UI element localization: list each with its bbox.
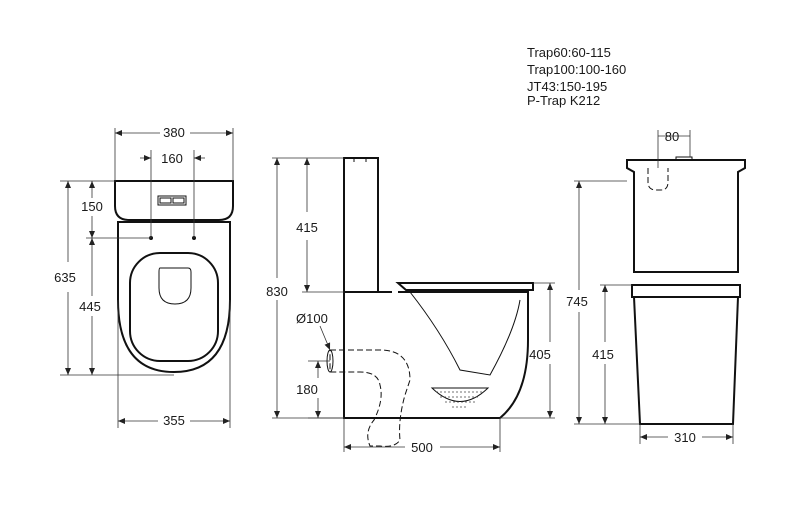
side-view: 415 830 Ø100 180 405 500 <box>266 157 555 455</box>
dim-end-overall-height: 745 <box>566 294 588 309</box>
dim-top-depth: 635 <box>54 270 76 285</box>
dim-end-lower-height: 415 <box>592 347 614 362</box>
dim-top-width: 380 <box>163 125 185 140</box>
side-view-seat <box>395 282 534 291</box>
top-view: 380 160 635 150 445 355 <box>54 125 234 428</box>
end-view: 80 745 415 310 <box>566 129 746 445</box>
top-view-seat <box>129 252 219 362</box>
side-view-tank <box>343 157 392 293</box>
top-view-tank <box>114 180 234 221</box>
end-view-bowl <box>633 296 739 425</box>
trap-notes: Trap60:60-115 Trap100:100-160 JT43:150-1… <box>527 45 626 108</box>
end-view-tank <box>626 159 746 273</box>
side-view-bowl-interior <box>409 291 521 376</box>
top-view-bowl <box>117 221 231 374</box>
trap-note-1: Trap60:60-115 <box>527 45 611 60</box>
trap-note-2: Trap100:100-160 <box>527 62 626 77</box>
dim-base-width: 355 <box>163 413 185 428</box>
dim-inlet-spacing: 160 <box>161 151 183 166</box>
flush-button-half-left <box>159 197 172 204</box>
top-view-bowl-opening <box>158 267 192 305</box>
dim-overall-height: 830 <box>266 284 288 299</box>
trap-note-4: P-Trap K212 <box>527 93 600 108</box>
dim-button-width: 80 <box>665 129 679 144</box>
flush-button-half-right <box>172 197 185 204</box>
dim-tank-depth: 150 <box>81 199 103 214</box>
dim-seat-depth: 445 <box>79 299 101 314</box>
dim-outlet-diameter: Ø100 <box>296 311 328 326</box>
dim-seat-height: 405 <box>529 347 551 362</box>
side-view-outlet-pipe <box>329 349 411 447</box>
side-view-water-trap <box>430 387 490 402</box>
dim-base-depth: 500 <box>411 440 433 455</box>
trap-note-3: JT43:150-195 <box>527 79 607 94</box>
end-view-button-cap <box>675 156 693 161</box>
end-view-seat <box>631 284 741 298</box>
end-view-flush-button <box>647 168 669 191</box>
dim-end-base-width: 310 <box>674 430 696 445</box>
dim-outlet-offset: 180 <box>296 382 318 397</box>
top-view-flush-button <box>157 195 187 206</box>
dim-tank-height: 415 <box>296 220 318 235</box>
